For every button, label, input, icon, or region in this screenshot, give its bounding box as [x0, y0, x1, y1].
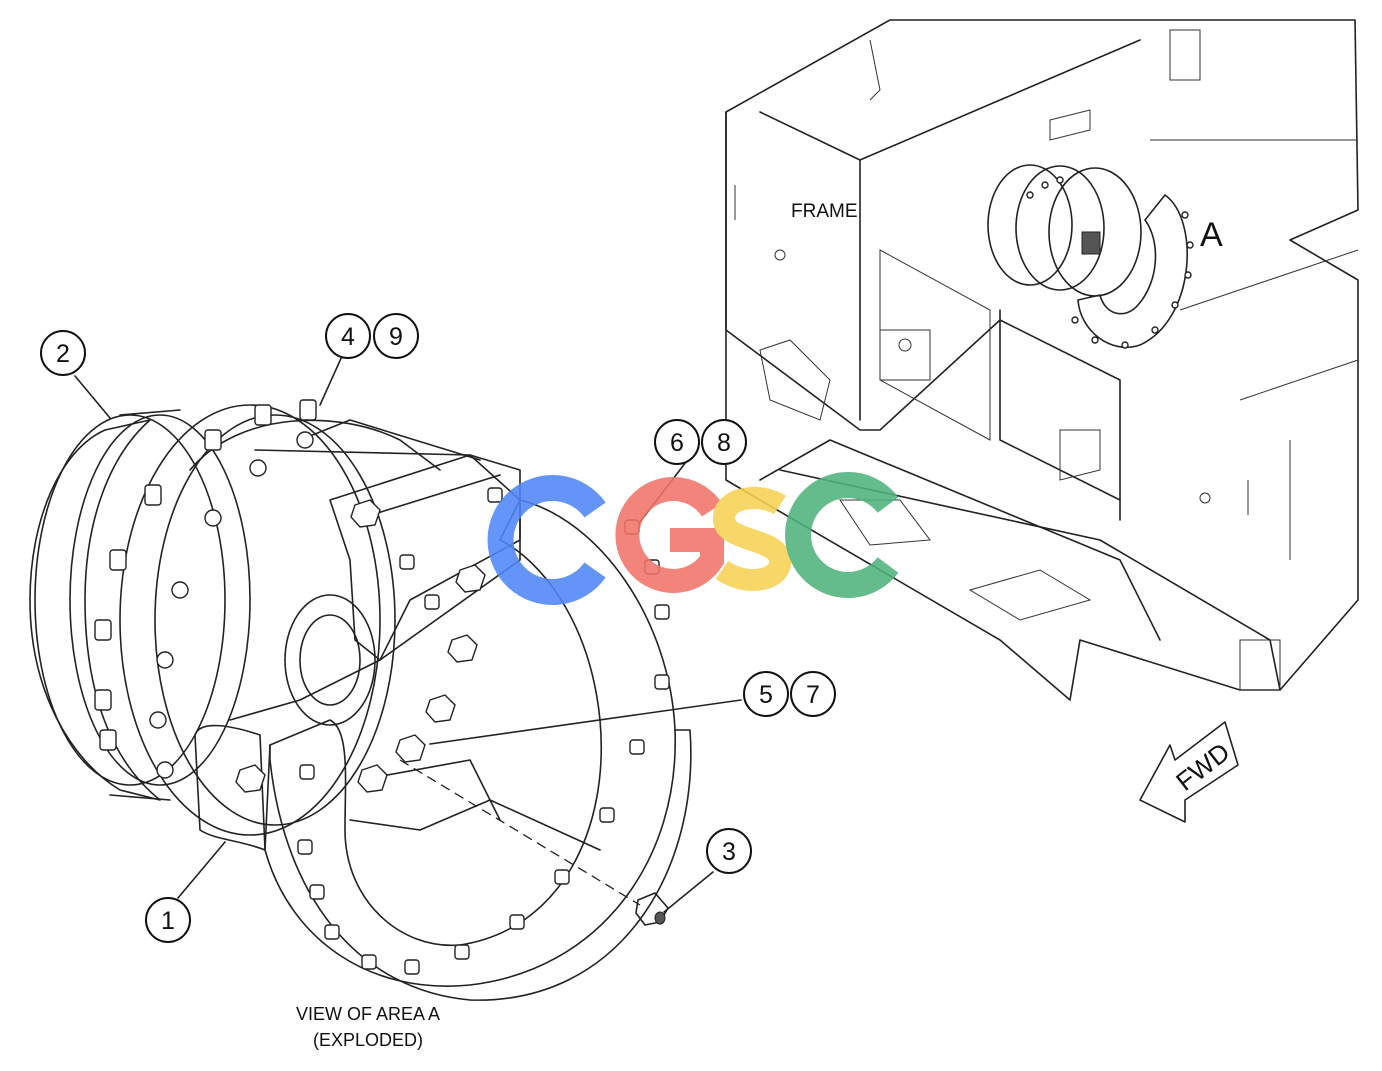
ring-bolts [297, 487, 670, 975]
callout-2: 2 [40, 330, 86, 376]
callout-3: 3 [706, 828, 752, 874]
svg-text:7: 7 [806, 681, 820, 709]
area-a-label: A [1200, 216, 1223, 254]
part-3-plug [399, 759, 669, 926]
housing-bolts [94, 399, 317, 751]
callout-4: 4 [325, 313, 371, 359]
view-caption-line2: (EXPLODED) [313, 1030, 423, 1050]
exploded-drive-assembly [29, 399, 692, 1001]
forward-arrow: FWD [1139, 721, 1239, 823]
svg-text:9: 9 [389, 323, 403, 351]
svg-text:3: 3 [722, 838, 736, 866]
watermark-letter-c2 [785, 472, 899, 598]
installed-unit-bolts [1026, 176, 1194, 349]
svg-text:8: 8 [717, 429, 731, 457]
watermark-letter-g [615, 477, 724, 593]
frame-label: FRAME [791, 201, 858, 222]
watermark-letter-c1 [487, 475, 606, 605]
frame-assembly [725, 19, 1359, 701]
installed-drive-unit [987, 164, 1194, 349]
watermark-letter-s [713, 487, 791, 591]
svg-text:2: 2 [56, 340, 70, 368]
callout-8: 8 [701, 419, 747, 465]
callout-1: 1 [145, 897, 191, 943]
inner-bolts [235, 499, 486, 793]
svg-text:1: 1 [161, 907, 175, 935]
flange-bolts [149, 431, 314, 779]
callout-7: 7 [790, 671, 836, 717]
callouts: 1 2 3 4 9 6 8 5 [40, 313, 836, 943]
callout-5: 5 [743, 671, 789, 717]
callout-6: 6 [654, 419, 700, 465]
cgsc-watermark-logo [487, 472, 899, 605]
view-caption-line1: VIEW OF AREA A [296, 1004, 440, 1024]
svg-text:5: 5 [759, 681, 773, 709]
svg-text:6: 6 [670, 429, 684, 457]
svg-text:4: 4 [341, 323, 355, 351]
callout-9: 9 [373, 313, 419, 359]
